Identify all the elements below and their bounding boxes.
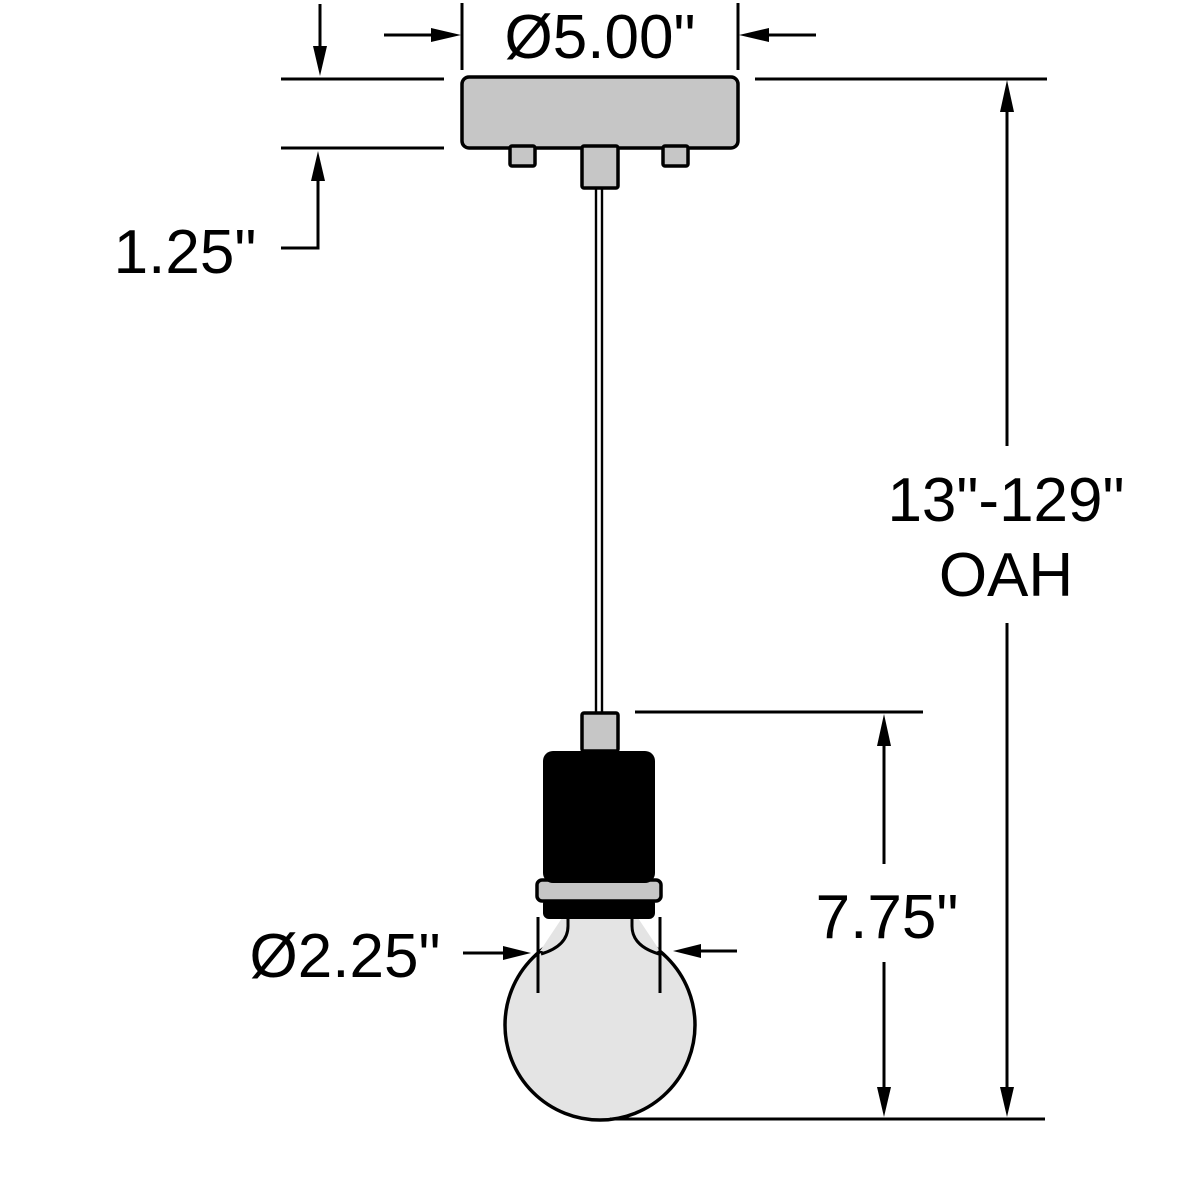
- dim-canopy-diameter: Ø5.00": [384, 3, 816, 72]
- dim-bulb-diameter-arrowhead-right: [673, 944, 701, 958]
- dim-overall-height-range-label: 13"-129": [887, 466, 1124, 535]
- dim-canopy-height-arrowhead-bottom: [311, 151, 325, 181]
- dim-drop-height-arrowhead-bottom: [877, 1087, 891, 1117]
- dim-overall-height-arrowhead-bottom: [1000, 1087, 1014, 1117]
- dim-drop-height: 7.75": [635, 710, 959, 1117]
- dim-overall-height-abbr-label: OAH: [939, 541, 1073, 610]
- canopy-tab-right: [661, 144, 690, 168]
- socket-lower-ring: [543, 898, 655, 919]
- dim-overall-height: 13"-129" OAH: [610, 77, 1125, 1121]
- dim-canopy-diameter-extension-lines: [460, 3, 740, 70]
- dim-drop-height-arrowhead-top: [877, 714, 891, 746]
- dim-canopy-diameter-arrowhead-right: [739, 28, 769, 42]
- dim-canopy-height-leader: [281, 181, 320, 250]
- fixture: [460, 75, 740, 1122]
- canopy-tab-left: [508, 144, 537, 168]
- canopy-stem: [580, 144, 620, 190]
- dim-overall-height-arrowhead-top: [1000, 80, 1014, 112]
- socket-band: [535, 878, 663, 903]
- cord-grip: [580, 711, 620, 753]
- dim-bulb-diameter: Ø2.25": [250, 917, 737, 993]
- dim-canopy-diameter-arrowhead-left: [431, 28, 461, 42]
- dim-canopy-diameter-label: Ø5.00": [505, 3, 696, 72]
- suspension-cord: [594, 188, 604, 714]
- dim-canopy-height: 1.25": [114, 4, 444, 287]
- dim-bulb-diameter-label: Ø2.25": [250, 922, 441, 991]
- dim-bulb-diameter-extension-lines: [536, 917, 662, 993]
- canopy-plate: [460, 75, 740, 150]
- dim-canopy-height-label: 1.25": [114, 218, 257, 287]
- dim-canopy-height-arrowhead-top: [313, 46, 327, 76]
- socket-body: [543, 751, 655, 883]
- dim-canopy-height-extension-lines: [281, 77, 444, 150]
- bulb-globe: [503, 928, 697, 1122]
- bulb-neck-outline-right: [630, 910, 660, 956]
- bulb-neck-outline-left: [540, 910, 570, 956]
- dim-drop-height-label: 7.75": [816, 883, 959, 952]
- dim-bulb-diameter-arrowhead-left: [503, 946, 531, 960]
